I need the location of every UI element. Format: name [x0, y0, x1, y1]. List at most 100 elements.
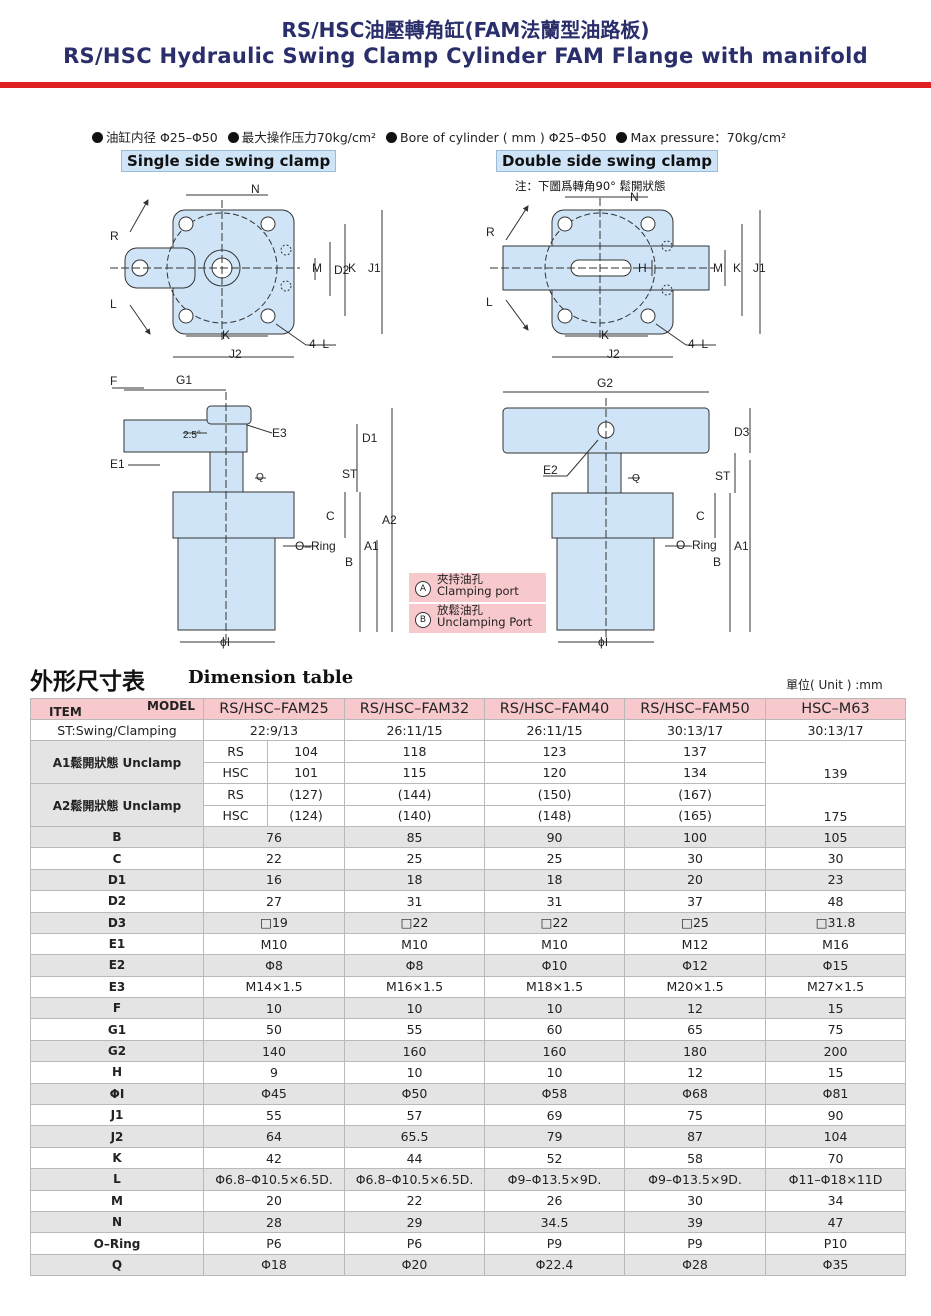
- table-cell: 118: [344, 740, 486, 763]
- spec-pressure-en: Max pressure：70kg/cm²: [630, 130, 787, 145]
- row-label: N: [30, 1210, 204, 1234]
- dim-label-j1: J1: [368, 261, 381, 275]
- table-cell: 42: [202, 1146, 346, 1170]
- table-cell: 65.5: [344, 1125, 486, 1148]
- dim-label-r-double: R: [486, 225, 495, 239]
- header-model-fam25: RS/HSC–FAM25: [202, 698, 346, 720]
- table-cell: Φ45: [202, 1082, 346, 1106]
- dim-label-h: H: [638, 261, 647, 275]
- table-cell: 22: [344, 1189, 486, 1212]
- header-model-fam32: RS/HSC–FAM32: [344, 698, 486, 720]
- dim-label-g1: G1: [176, 373, 192, 387]
- row-label: D3: [30, 911, 204, 934]
- spec-bore-zh: 油缸内径 Φ25–Φ50: [106, 130, 218, 145]
- table-cell: 175: [765, 783, 907, 827]
- table-cell: Φ12: [624, 954, 767, 977]
- bullet-icon: [227, 132, 239, 143]
- dim-label-oring-double: O–Ring: [676, 538, 717, 552]
- dim-label-4l-double: 4–L: [688, 337, 708, 351]
- table-cell: □25: [624, 911, 767, 934]
- row-label: L: [30, 1168, 204, 1191]
- table-cell: 18: [484, 868, 626, 892]
- table-cell: 22: [202, 847, 346, 870]
- dim-label-b-double: B: [713, 555, 721, 569]
- sub-label-hsc: HSC: [203, 761, 268, 785]
- table-cell: 85: [344, 825, 486, 849]
- table-cell: M27×1.5: [765, 975, 907, 999]
- table-cell: 52: [484, 1146, 626, 1170]
- double-side-view: [502, 391, 751, 643]
- dim-label-oring: O–Ring: [295, 539, 336, 553]
- spec-bore-en: Bore of cylinder ( mm ) Φ25–Φ50: [400, 130, 607, 145]
- table-cell: 29: [344, 1210, 486, 1234]
- dim-label-n: N: [251, 182, 260, 196]
- table-cell: 10: [484, 1061, 626, 1084]
- title-chinese: RS/HSC油壓轉角缸(FAM法蘭型油路板): [281, 18, 650, 42]
- table-cell: 25: [484, 847, 626, 870]
- table-cell: 120: [484, 761, 626, 785]
- dim-label-4l: 4–L: [309, 337, 329, 351]
- legend-clamping-en: Clamping port: [437, 584, 519, 598]
- table-cell: Φ20: [344, 1253, 486, 1277]
- table-cell: 101: [266, 761, 346, 785]
- double-swing-note: 注：下圖爲轉角90° 鬆開狀態: [515, 179, 666, 193]
- row-label: E3: [30, 975, 204, 999]
- row-label: J2: [30, 1125, 204, 1148]
- table-cell: 134: [624, 761, 767, 785]
- table-cell: M10: [484, 932, 626, 956]
- table-cell: 25: [344, 847, 486, 870]
- table-cell: M20×1.5: [624, 975, 767, 999]
- table-cell: 22:9/13: [202, 718, 346, 742]
- table-cell: 55: [202, 1104, 346, 1127]
- table-cell: 26: [484, 1189, 626, 1212]
- row-label: Q: [30, 1253, 204, 1277]
- table-cell: 10: [344, 1061, 486, 1084]
- legend-unclamping-zh: 放鬆油孔: [437, 603, 483, 617]
- dim-label-m-double: M: [713, 261, 723, 275]
- table-cell: 37: [624, 890, 767, 913]
- table-cell: Φ18: [202, 1253, 346, 1277]
- header-model-fam50: RS/HSC–FAM50: [624, 698, 767, 720]
- dim-label-angle: 2.5°: [183, 430, 201, 441]
- spec-pressure-zh: 最大操作压力70kg/cm²: [241, 130, 377, 145]
- dim-label-j1-double: J1: [753, 261, 766, 275]
- table-cell: (150): [484, 783, 626, 806]
- bullet-icon: [616, 132, 628, 143]
- table-cell: (167): [624, 783, 767, 806]
- sub-label-hsc: HSC: [203, 804, 268, 827]
- row-label-a2: A2鬆開狀態 Unclamp: [30, 783, 204, 827]
- sub-label-rs: RS: [203, 783, 268, 806]
- table-cell: Φ81: [765, 1082, 907, 1106]
- table-row: A2鬆開狀態 Unclamp RS (127) (144) (150) (167…: [30, 783, 907, 827]
- legend-clamping-zh: 夾持油孔: [437, 572, 483, 586]
- corner-model: MODEL: [147, 699, 195, 714]
- dim-label-c-double: C: [696, 509, 705, 523]
- dim-label-r: R: [110, 229, 119, 243]
- dim-label-e3: E3: [272, 426, 287, 440]
- row-label: ΦI: [30, 1082, 204, 1106]
- table-cell: Φ15: [765, 954, 907, 977]
- table-cell: 64: [202, 1125, 346, 1148]
- row-label: D2: [30, 890, 204, 913]
- table-cell: 55: [344, 1018, 486, 1041]
- table-cell: Φ50: [344, 1082, 486, 1106]
- table-cell: □19: [202, 911, 346, 934]
- table-cell: (165): [624, 804, 767, 827]
- table-row: HSC 101 115 120 134: [31, 761, 906, 785]
- single-swing-label: Single side swing clamp: [121, 150, 337, 172]
- table-cell: 20: [202, 1189, 346, 1212]
- table-cell: 30: [765, 847, 907, 870]
- row-label: E1: [30, 932, 204, 956]
- table-cell: 39: [624, 1210, 767, 1234]
- title-divider: [0, 82, 931, 88]
- table-cell: P10: [765, 1232, 907, 1255]
